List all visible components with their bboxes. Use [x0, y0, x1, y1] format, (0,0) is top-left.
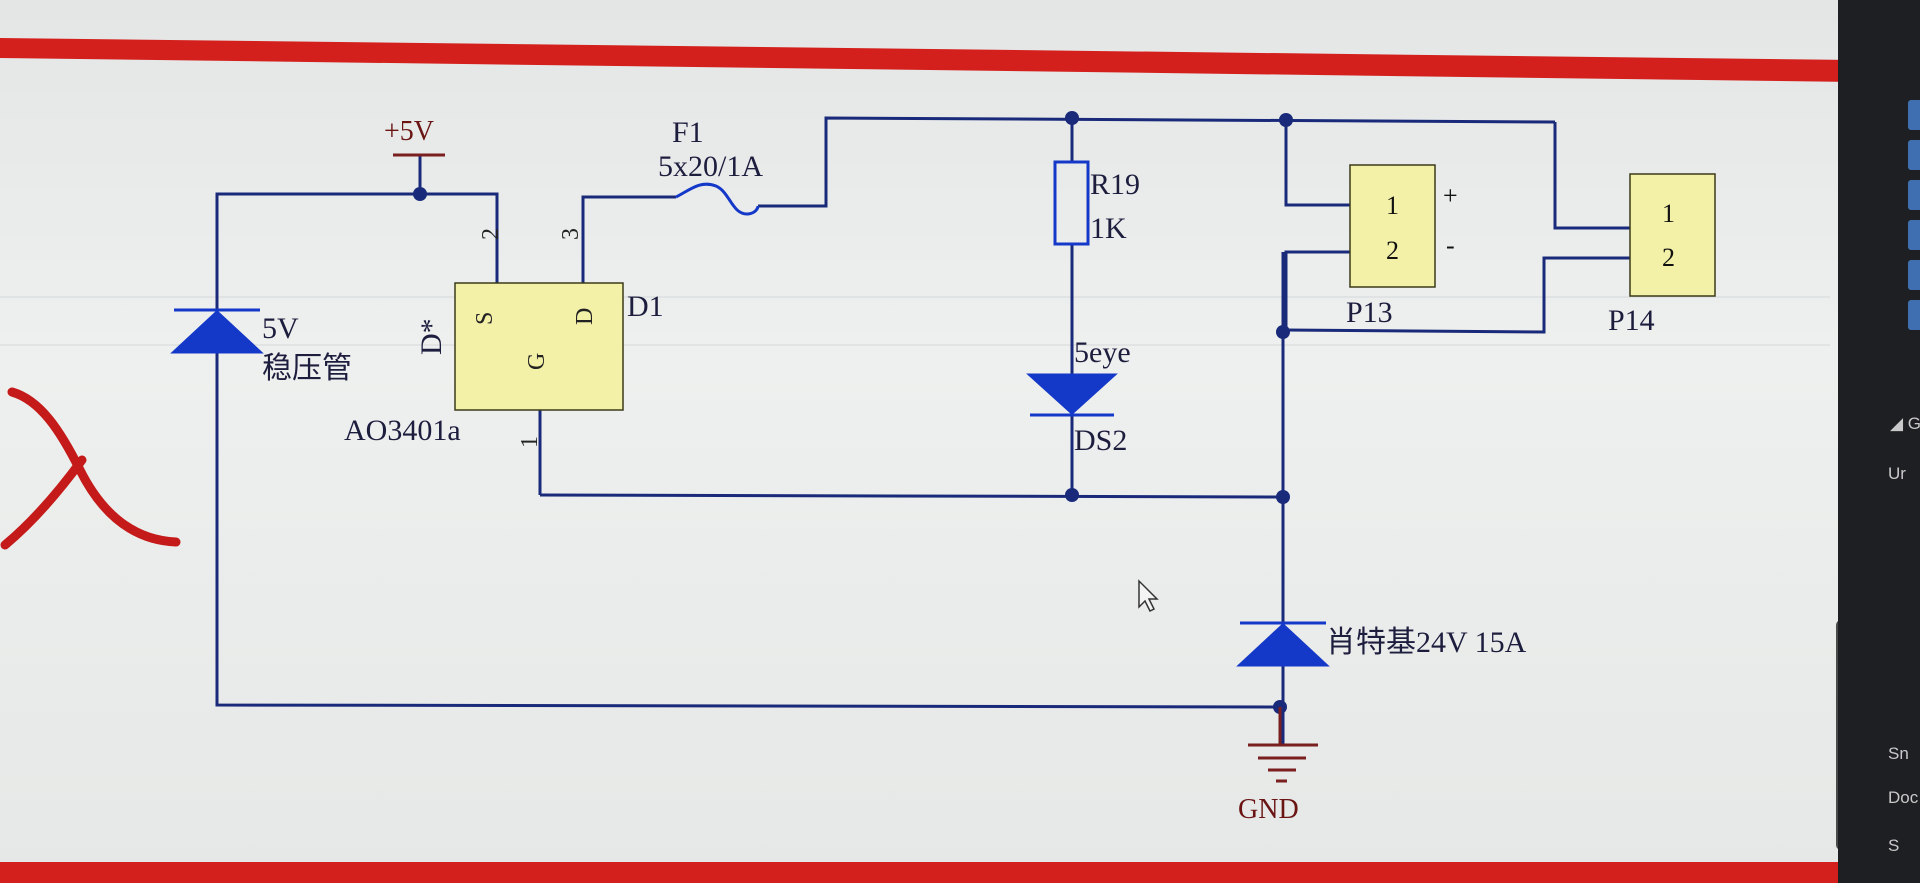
wires [215, 116, 1630, 745]
mosfet-d1[interactable]: S D G 2 3 1 D* D1 AO3401a [344, 228, 664, 448]
mosfet-pin-num-1: 1 [517, 436, 543, 448]
mosfet-designator: D* [415, 318, 448, 355]
led-value-label: 5eye [1074, 336, 1131, 369]
sheet-border-bottom [0, 862, 1855, 883]
schematic-canvas: +5V 5V 稳压管 S D G 2 3 1 D* D1 AO3401a F1 … [0, 38, 1855, 883]
fuse-f1[interactable]: F1 5x20/1A [658, 116, 763, 216]
zener-value-label: 5V [262, 312, 299, 345]
panel-field-label: Sn [1888, 744, 1909, 763]
fuse-ref-label: F1 [672, 116, 704, 149]
connector-p13[interactable]: 1 2 + - P13 [1346, 164, 1458, 329]
panel-tool-button[interactable] [1908, 300, 1920, 330]
handwritten-annotation-text: 入 [40, 430, 41, 431]
mosfet-ref-label: D1 [627, 290, 664, 323]
mosfet-pin-num-2: 2 [478, 228, 504, 240]
schottky-desc-label: 肖特基24V 15A [1326, 626, 1527, 659]
led-ref-label: DS2 [1074, 424, 1127, 457]
mosfet-pin-s: S [472, 312, 498, 325]
mouse-cursor-icon [1138, 579, 1159, 613]
mosfet-pin-d: D [572, 308, 598, 325]
panel-tool-button[interactable] [1908, 180, 1920, 210]
gnd-power-port[interactable]: GND [1238, 707, 1318, 825]
fuse-value-label: 5x20/1A [658, 150, 763, 183]
connector-p14[interactable]: 1 2 P14 [1608, 173, 1716, 337]
panel-tool-button[interactable] [1908, 260, 1920, 290]
p13-plus-label: + [1443, 181, 1458, 210]
panel-field-label: Doc [1888, 788, 1919, 807]
vcc-label: +5V [384, 116, 434, 147]
schematic-sheet: +5V 5V 稳压管 S D G 2 3 1 D* D1 AO3401a F1 … [0, 0, 1855, 883]
p14-pin1-label: 1 [1662, 199, 1675, 228]
vcc-power-port[interactable]: +5V [384, 116, 445, 157]
panel-tool-button[interactable] [1908, 100, 1920, 130]
p14-pin2-label: 2 [1662, 243, 1675, 272]
junctions [413, 111, 1293, 714]
sheet-border-top [0, 38, 1855, 82]
p13-pin1-label: 1 [1386, 191, 1399, 220]
led-ds2[interactable]: 5eye DS2 [1026, 336, 1131, 457]
panel-section-label: G [1907, 414, 1920, 433]
zener-diode[interactable]: 5V 稳压管 [170, 308, 352, 385]
mosfet-pin-num-3: 3 [558, 228, 584, 240]
mosfet-part-label: AO3401a [344, 414, 461, 447]
panel-field-label: S [1888, 836, 1900, 855]
p13-pin2-label: 2 [1386, 236, 1399, 265]
panel-tool-button[interactable] [1908, 140, 1920, 170]
resistor-r19[interactable]: R19 1K [1053, 160, 1140, 246]
p13-ref-label: P13 [1346, 296, 1393, 329]
schottky-diode[interactable]: 肖特基24V 15A [1236, 621, 1527, 667]
zener-desc-label: 稳压管 [262, 352, 352, 385]
handwritten-mark [0, 387, 181, 550]
panel-field-label: Ur [1888, 464, 1906, 483]
panel-section-header[interactable]: ◢ G [1890, 414, 1920, 434]
resistor-value-label: 1K [1090, 212, 1127, 245]
p13-minus-label: - [1446, 231, 1455, 260]
collapse-icon: ◢ [1890, 414, 1908, 433]
sheet-grid [0, 296, 1830, 346]
panel-tool-button[interactable] [1908, 220, 1920, 250]
mosfet-pin-g: G [524, 353, 550, 370]
p14-ref-label: P14 [1608, 304, 1655, 337]
resistor-ref-label: R19 [1090, 168, 1140, 201]
properties-panel: ◢ G Ur Sn Doc S [1838, 0, 1920, 883]
gnd-label: GND [1238, 794, 1299, 825]
